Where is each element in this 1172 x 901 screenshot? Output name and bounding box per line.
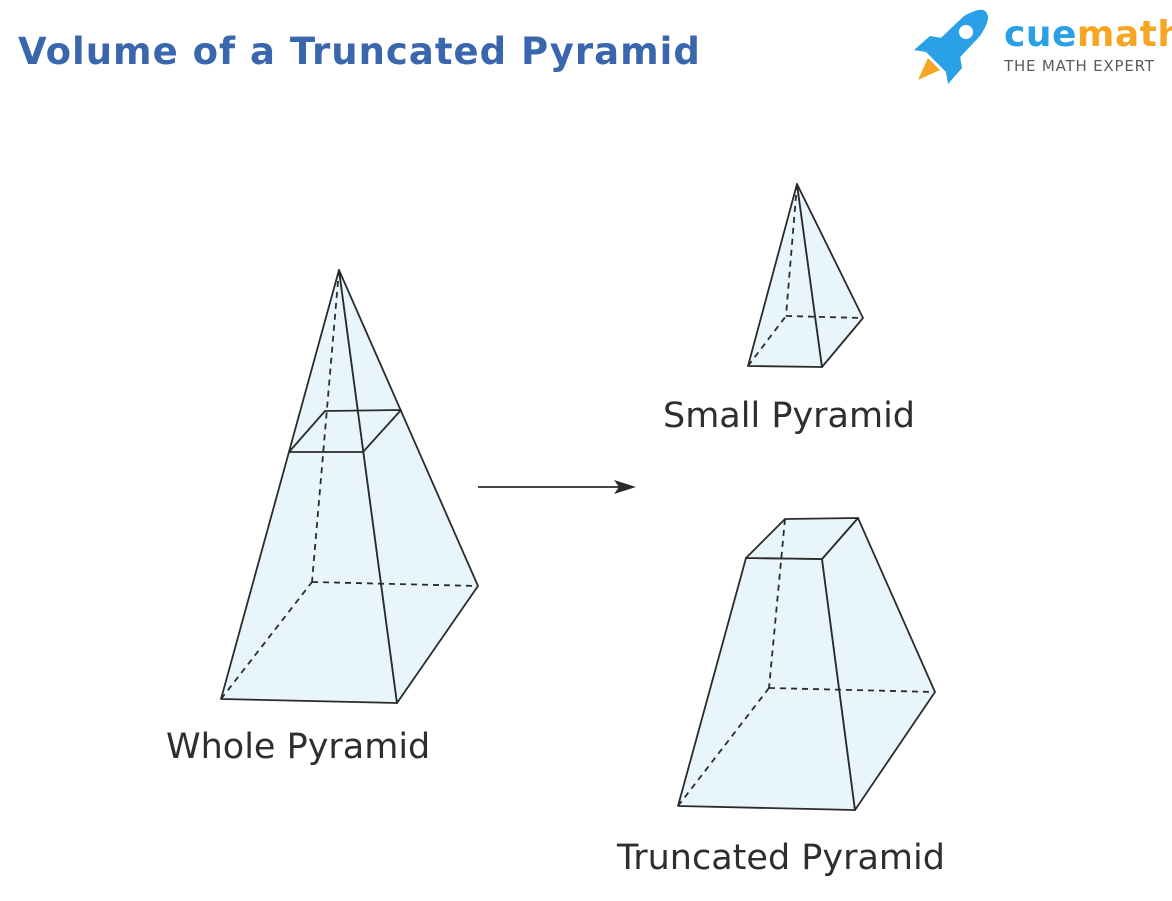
brand-math: math (1076, 14, 1172, 55)
brand-tagline: THE MATH EXPERT (1004, 57, 1155, 75)
truncated-pyramid-label: Truncated Pyramid (617, 838, 945, 878)
whole-pyramid-label: Whole Pyramid (166, 727, 431, 767)
small-pyramid (747, 183, 864, 368)
whole-pyramid (220, 269, 479, 704)
rocket-icon (914, 9, 988, 84)
page-title: Volume of a Truncated Pyramid (18, 30, 701, 73)
arrow-right-icon (478, 480, 636, 494)
small-pyramid-label: Small Pyramid (663, 396, 916, 436)
brand-cue: cue (1004, 14, 1077, 55)
brand-name: cuemath (1004, 14, 1172, 55)
truncated-pyramid (677, 517, 936, 811)
cuemath-logo: cuemath THE MATH EXPERT (912, 6, 1172, 86)
